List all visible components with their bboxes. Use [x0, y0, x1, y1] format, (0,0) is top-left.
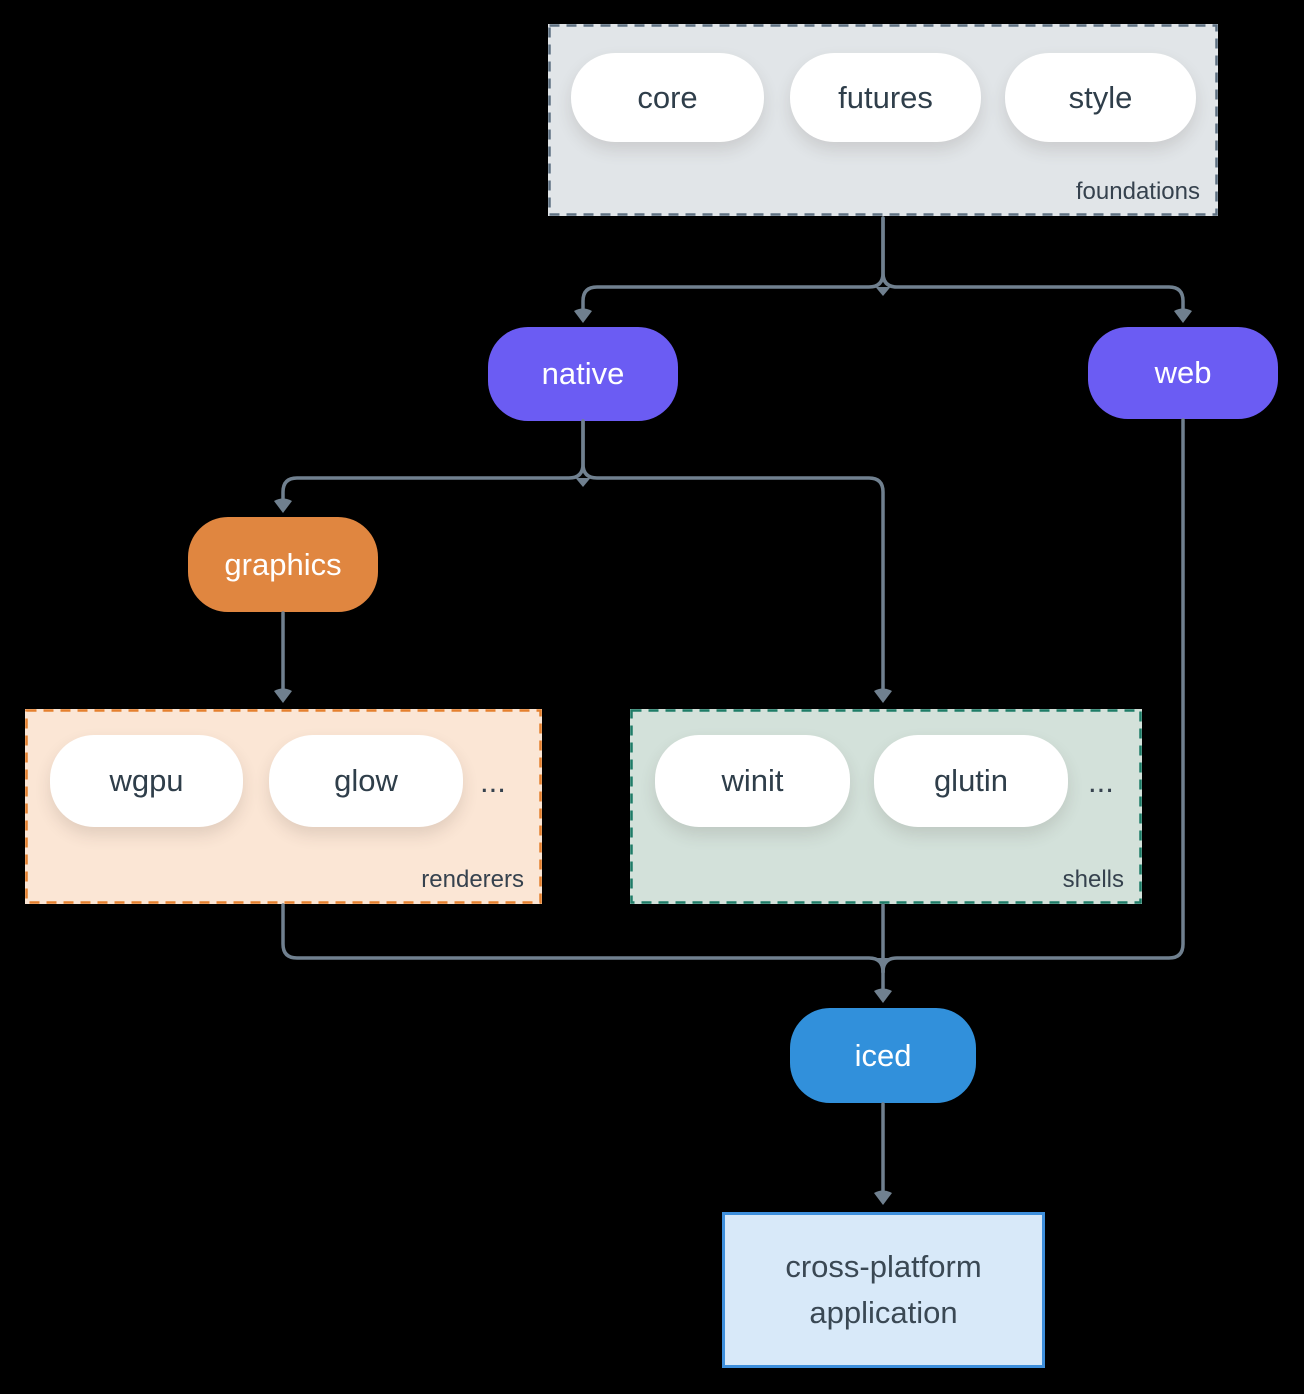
edge-native-graphics — [281, 419, 585, 504]
native-label: native — [541, 356, 625, 391]
arrowhead-web — [1174, 308, 1192, 323]
node-application: cross-platform application — [722, 1212, 1045, 1368]
edge-native-shells — [581, 419, 885, 694]
renderers-ellipsis: ... — [480, 764, 506, 799]
edge-foundations-native — [581, 216, 885, 314]
node-core: core — [571, 53, 764, 142]
group-renderers: wgpu glow ... renderers — [25, 709, 542, 904]
renderers-group-label: renderers — [421, 866, 524, 893]
arrowhead-application — [874, 1190, 892, 1205]
arrowhead-iced — [874, 988, 892, 1003]
node-graphics: graphics — [188, 517, 378, 612]
node-glow: glow — [269, 735, 463, 827]
arrowhead-graphics — [274, 498, 292, 513]
graphics-label: graphics — [224, 546, 342, 582]
iced-label: iced — [854, 1037, 912, 1073]
node-winit: winit — [655, 735, 850, 827]
node-iced: iced — [790, 1008, 976, 1103]
junction-notch-foundations — [875, 287, 891, 296]
group-shells: winit glutin ... shells — [630, 709, 1142, 904]
arrowhead-shells — [874, 688, 892, 703]
application-label: cross-platform application — [785, 1248, 982, 1331]
foundations-group-label: foundations — [1075, 178, 1200, 205]
junction-notch-native — [575, 478, 591, 487]
group-foundations: core futures style foundations — [548, 24, 1218, 216]
web-label: web — [1154, 355, 1212, 390]
arrowhead-native — [574, 308, 592, 323]
arrowhead-renderers — [274, 688, 292, 703]
style-label: style — [1068, 79, 1133, 115]
node-glutin: glutin — [874, 735, 1068, 827]
glutin-label: glutin — [933, 763, 1009, 798]
node-style: style — [1005, 53, 1196, 142]
node-futures: futures — [790, 53, 981, 142]
edge-foundations-web — [881, 216, 1185, 314]
wgpu-label: wgpu — [109, 763, 184, 798]
shells-ellipsis: ... — [1088, 764, 1114, 799]
node-web: web — [1088, 327, 1278, 419]
node-wgpu: wgpu — [50, 735, 243, 827]
core-label: core — [637, 79, 698, 115]
futures-label: futures — [838, 79, 933, 115]
shells-group-label: shells — [1062, 866, 1124, 893]
edge-renderers-iced — [281, 903, 885, 974]
node-native: native — [488, 327, 678, 421]
glow-label: glow — [334, 763, 398, 798]
junction-notch-iced — [875, 958, 891, 967]
winit-label: winit — [721, 763, 784, 798]
